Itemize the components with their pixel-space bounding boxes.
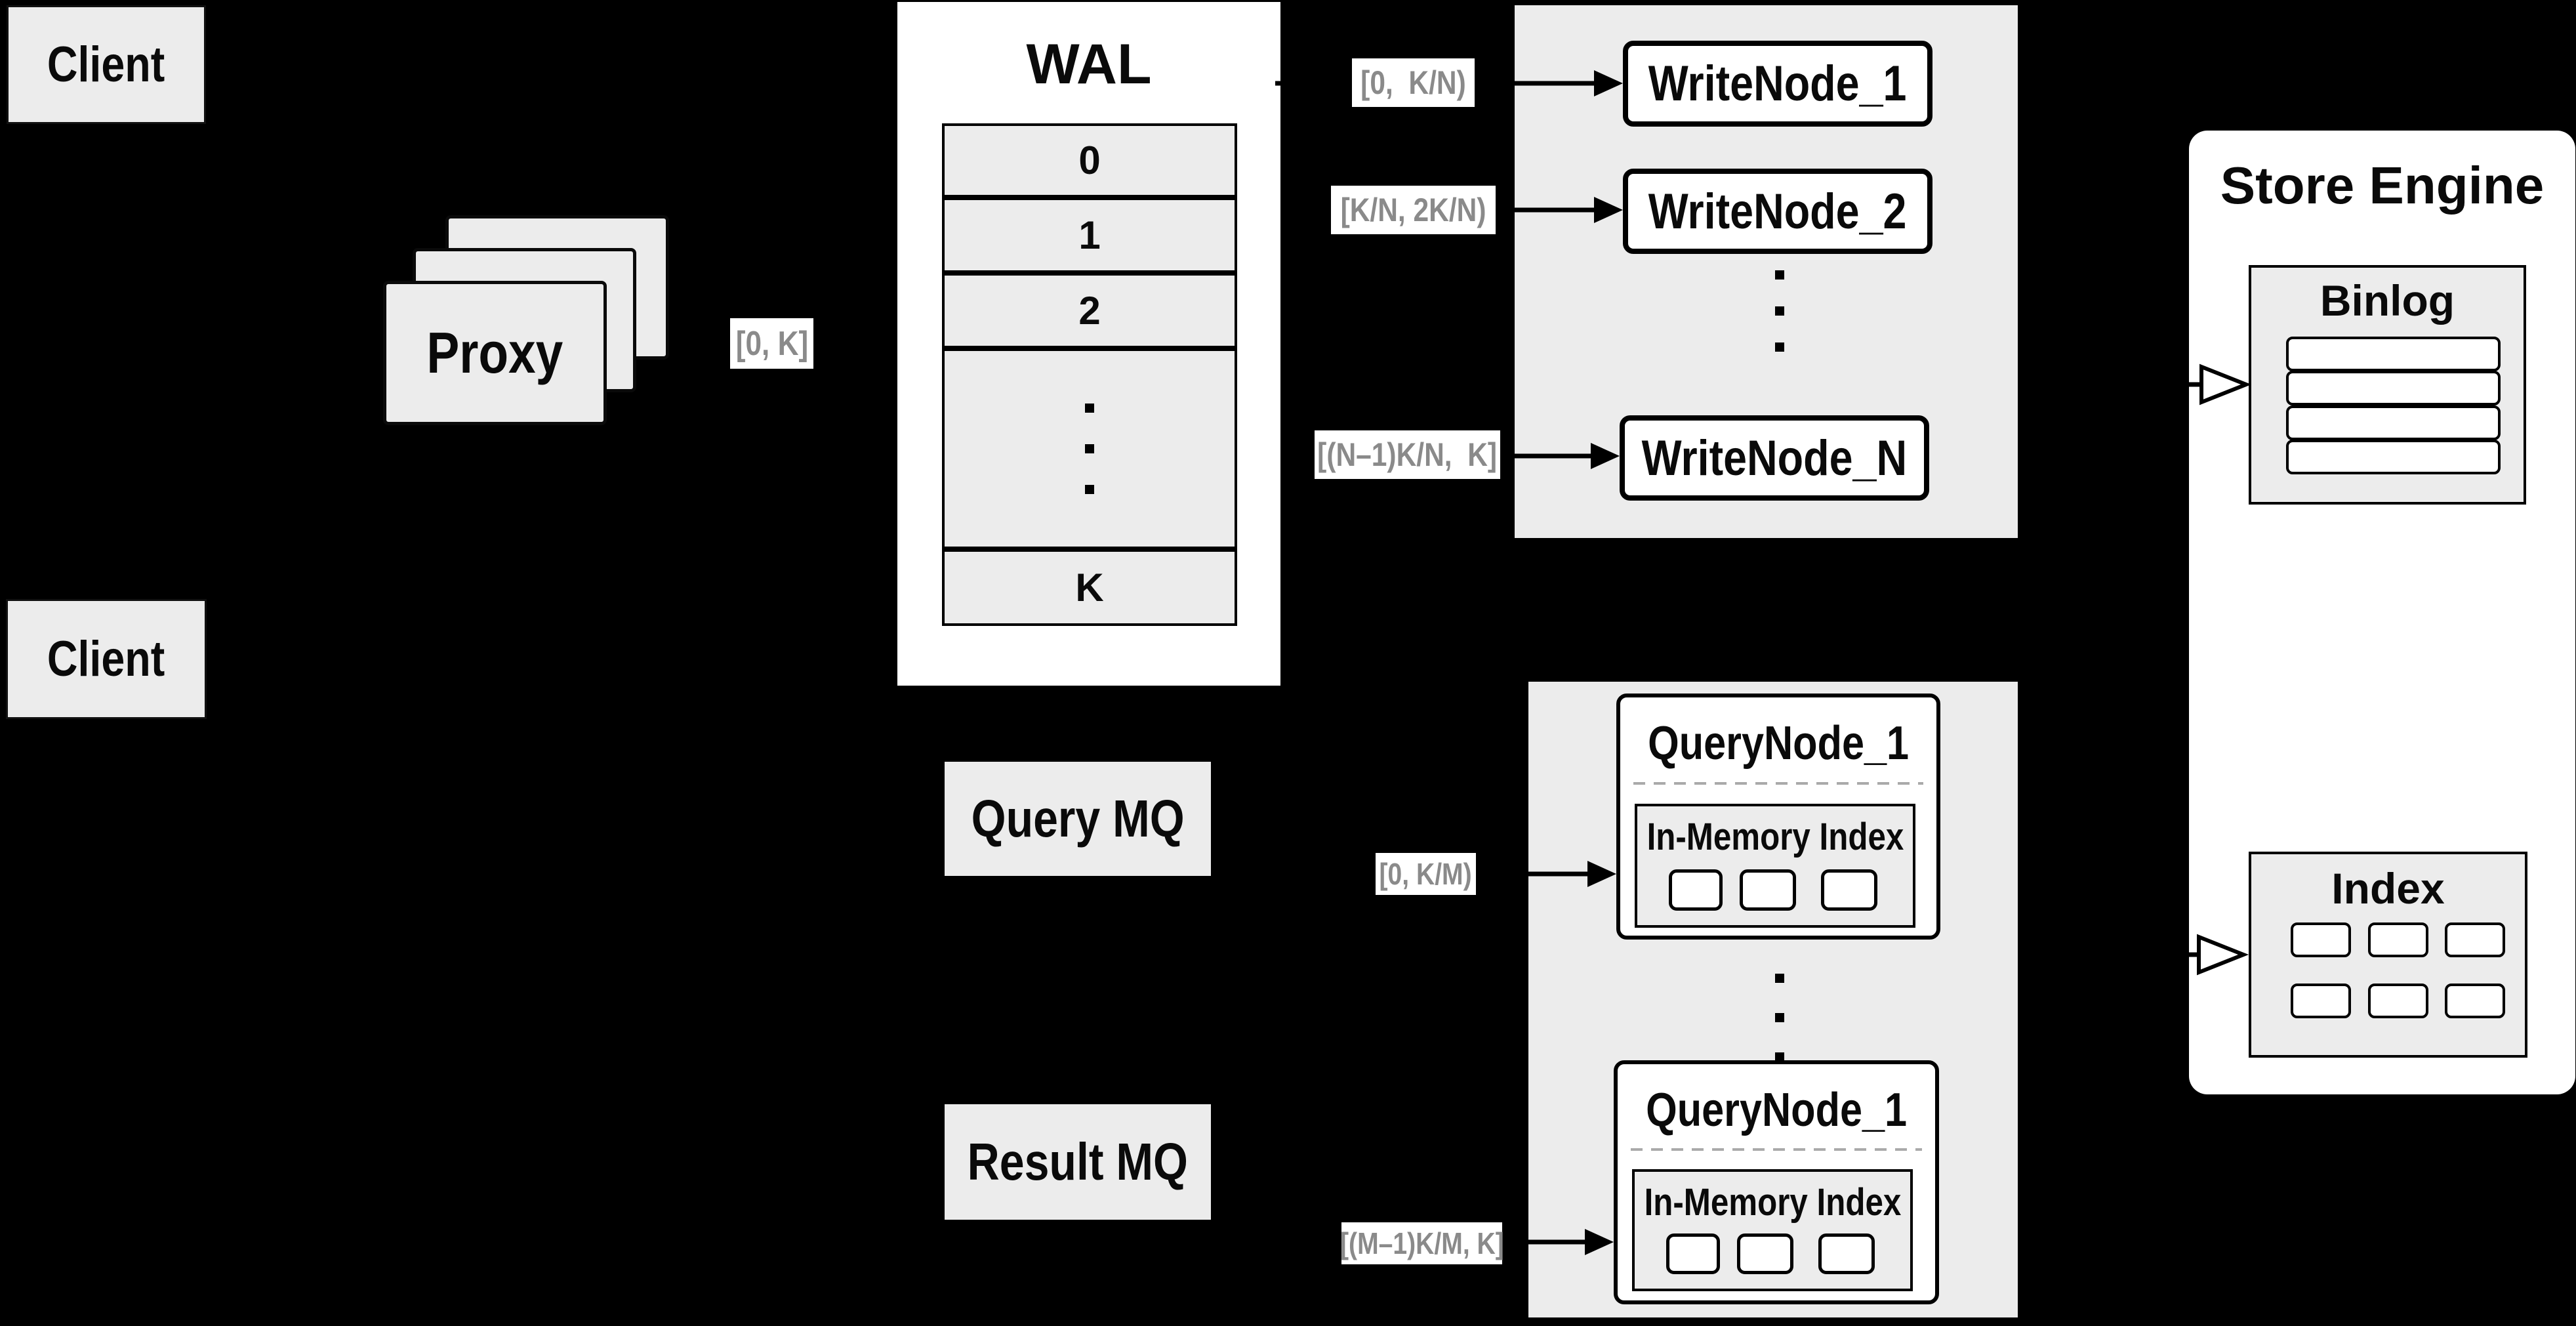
inmemory-index-bottom-title: In-Memory Index [1644, 1180, 1901, 1224]
wal-row-2: 2 [942, 273, 1237, 348]
proxy-label: Proxy [426, 320, 563, 385]
inmemory-index-bottom: In-Memory Index [1632, 1169, 1913, 1291]
edge-label-write1-range: [0, K/N) [1352, 58, 1475, 107]
inmemory-index-top-title: In-Memory Index [1646, 815, 1904, 858]
client-top-label: Client [47, 37, 165, 93]
edge-label-write2-range: [K/N, 2K/N) [1331, 186, 1496, 234]
binlog-segment [2286, 371, 2501, 405]
memory-segment [1737, 1233, 1793, 1274]
edge-label-client-range: [0, K] [730, 318, 813, 369]
index-segment [2445, 922, 2505, 957]
result-mq-node: Result MQ [945, 1104, 1211, 1220]
wal-row-ellipsis [942, 348, 1237, 549]
ellipsis-dots-wal [1085, 404, 1094, 494]
index-segment [2368, 984, 2428, 1018]
index-title: Index [2331, 864, 2445, 913]
index-segment [2445, 984, 2505, 1018]
wal-row-1: 1 [942, 197, 1237, 273]
store-engine-title: Store Engine [2220, 156, 2545, 215]
binlog-segment [2286, 405, 2501, 440]
write-node-n: WriteNode_N [1620, 415, 1929, 501]
dashed-divider [1633, 782, 1923, 785]
memory-segment [1818, 1233, 1875, 1274]
client-bottom-node: Client [6, 599, 207, 719]
binlog-segment [2286, 440, 2501, 474]
memory-segment [1821, 869, 1877, 911]
index-segment [2368, 922, 2428, 957]
inmemory-index-top: In-Memory Index [1635, 804, 1915, 928]
binlog-segment [2286, 337, 2501, 371]
index-box: Index [2249, 852, 2527, 1058]
query-mq-node: Query MQ [945, 762, 1211, 876]
client-bottom-label: Client [47, 631, 165, 687]
wal-row-0: 0 [942, 123, 1237, 197]
write-node-1: WriteNode_1 [1623, 41, 1932, 127]
wal-log-table: 0 1 2 K [942, 123, 1237, 626]
dashed-divider [1631, 1148, 1922, 1151]
binlog-box: Binlog [2249, 265, 2526, 505]
query-node-bottom-title: QueryNode_1 [1646, 1084, 1907, 1136]
query-node-top-title: QueryNode_1 [1648, 717, 1909, 770]
query-mq-label: Query MQ [971, 789, 1185, 848]
binlog-title: Binlog [2320, 276, 2455, 325]
edge-label-query1-range: [0, K/M) [1376, 853, 1476, 895]
write-node-n-label: WriteNode_N [1641, 430, 1908, 486]
store-engine-panel: Store Engine Binlog Index [2189, 131, 2575, 1094]
query-node-top: QueryNode_1 In-Memory Index [1616, 694, 1940, 940]
write-node-2-label: WriteNode_2 [1648, 183, 1907, 239]
query-node-bottom: QueryNode_1 In-Memory Index [1614, 1060, 1939, 1304]
edge-label-querym-range: [(M–1)K/M, K] [1340, 1222, 1503, 1264]
write-node-1-label: WriteNode_1 [1648, 56, 1907, 112]
wal-panel: WAL 0 1 2 K [897, 2, 1280, 686]
memory-segment [1669, 869, 1723, 911]
index-segment [2291, 984, 2351, 1018]
edge-label-writen-range: [(N–1)K/N, K] [1315, 430, 1500, 479]
memory-segment [1666, 1233, 1720, 1274]
ellipsis-dots-query-cluster [1775, 974, 1784, 1062]
wal-title: WAL [1026, 32, 1152, 96]
ellipsis-dots-write-cluster [1775, 270, 1784, 352]
client-top-node: Client [7, 5, 206, 124]
write-node-2: WriteNode_2 [1623, 169, 1932, 254]
wal-row-k: K [942, 549, 1237, 626]
index-segment [2291, 922, 2351, 957]
proxy-node: Proxy [383, 281, 607, 425]
memory-segment [1740, 869, 1796, 911]
result-mq-label: Result MQ [967, 1132, 1189, 1191]
